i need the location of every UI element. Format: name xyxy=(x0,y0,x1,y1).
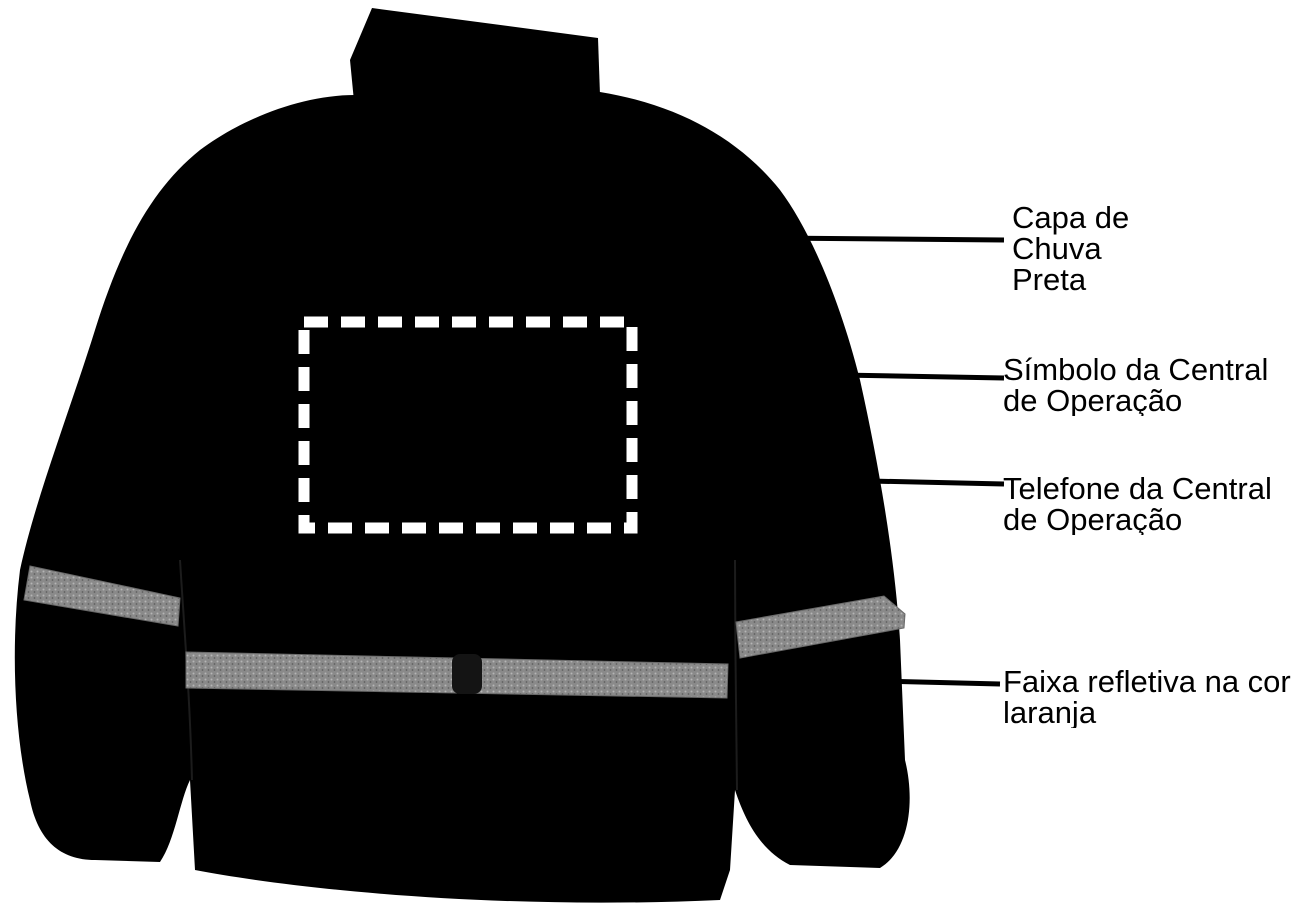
callout-reflective-stripe: Faixa refletiva na cor laranja xyxy=(1003,666,1315,728)
reflective-stripe-left-sleeve xyxy=(23,565,181,627)
leader-line-symbol xyxy=(839,372,1005,381)
leader-line-stripe xyxy=(879,678,1001,687)
callout-operation-center-symbol: Símbolo da Central de Operação xyxy=(1003,354,1315,416)
leader-line-raincoat xyxy=(769,235,1005,243)
callout-phone-line-1: Telefone da Central xyxy=(1003,473,1272,506)
callout-operation-center-phone: Telefone da Central de Operação xyxy=(1003,473,1315,535)
jacket-body xyxy=(14,92,910,903)
callout-raincoat-line-2: Chuva xyxy=(1012,231,1102,266)
callout-raincoat-line-1: Capa de xyxy=(1012,202,1130,235)
callout-raincoat-line-3: Preta xyxy=(1012,262,1087,295)
callout-stripe-line-1: Faixa refletiva na cor xyxy=(1003,666,1291,699)
callout-raincoat: Capa de Chuva Preta xyxy=(1012,202,1315,295)
dashed-placeholder-frame xyxy=(298,316,638,534)
callout-phone-line-2: de Operação xyxy=(1003,502,1183,535)
right-sleeve-seam xyxy=(734,559,738,791)
reflective-stripe-right-sleeve xyxy=(735,595,906,659)
leader-line-phone xyxy=(869,478,1005,487)
callout-stripe-line-2: laranja xyxy=(1003,695,1097,728)
belt-buckle xyxy=(452,654,482,694)
callout-symbol-line-1: Símbolo da Central xyxy=(1003,354,1269,387)
callout-symbol-line-2: de Operação xyxy=(1003,383,1183,416)
